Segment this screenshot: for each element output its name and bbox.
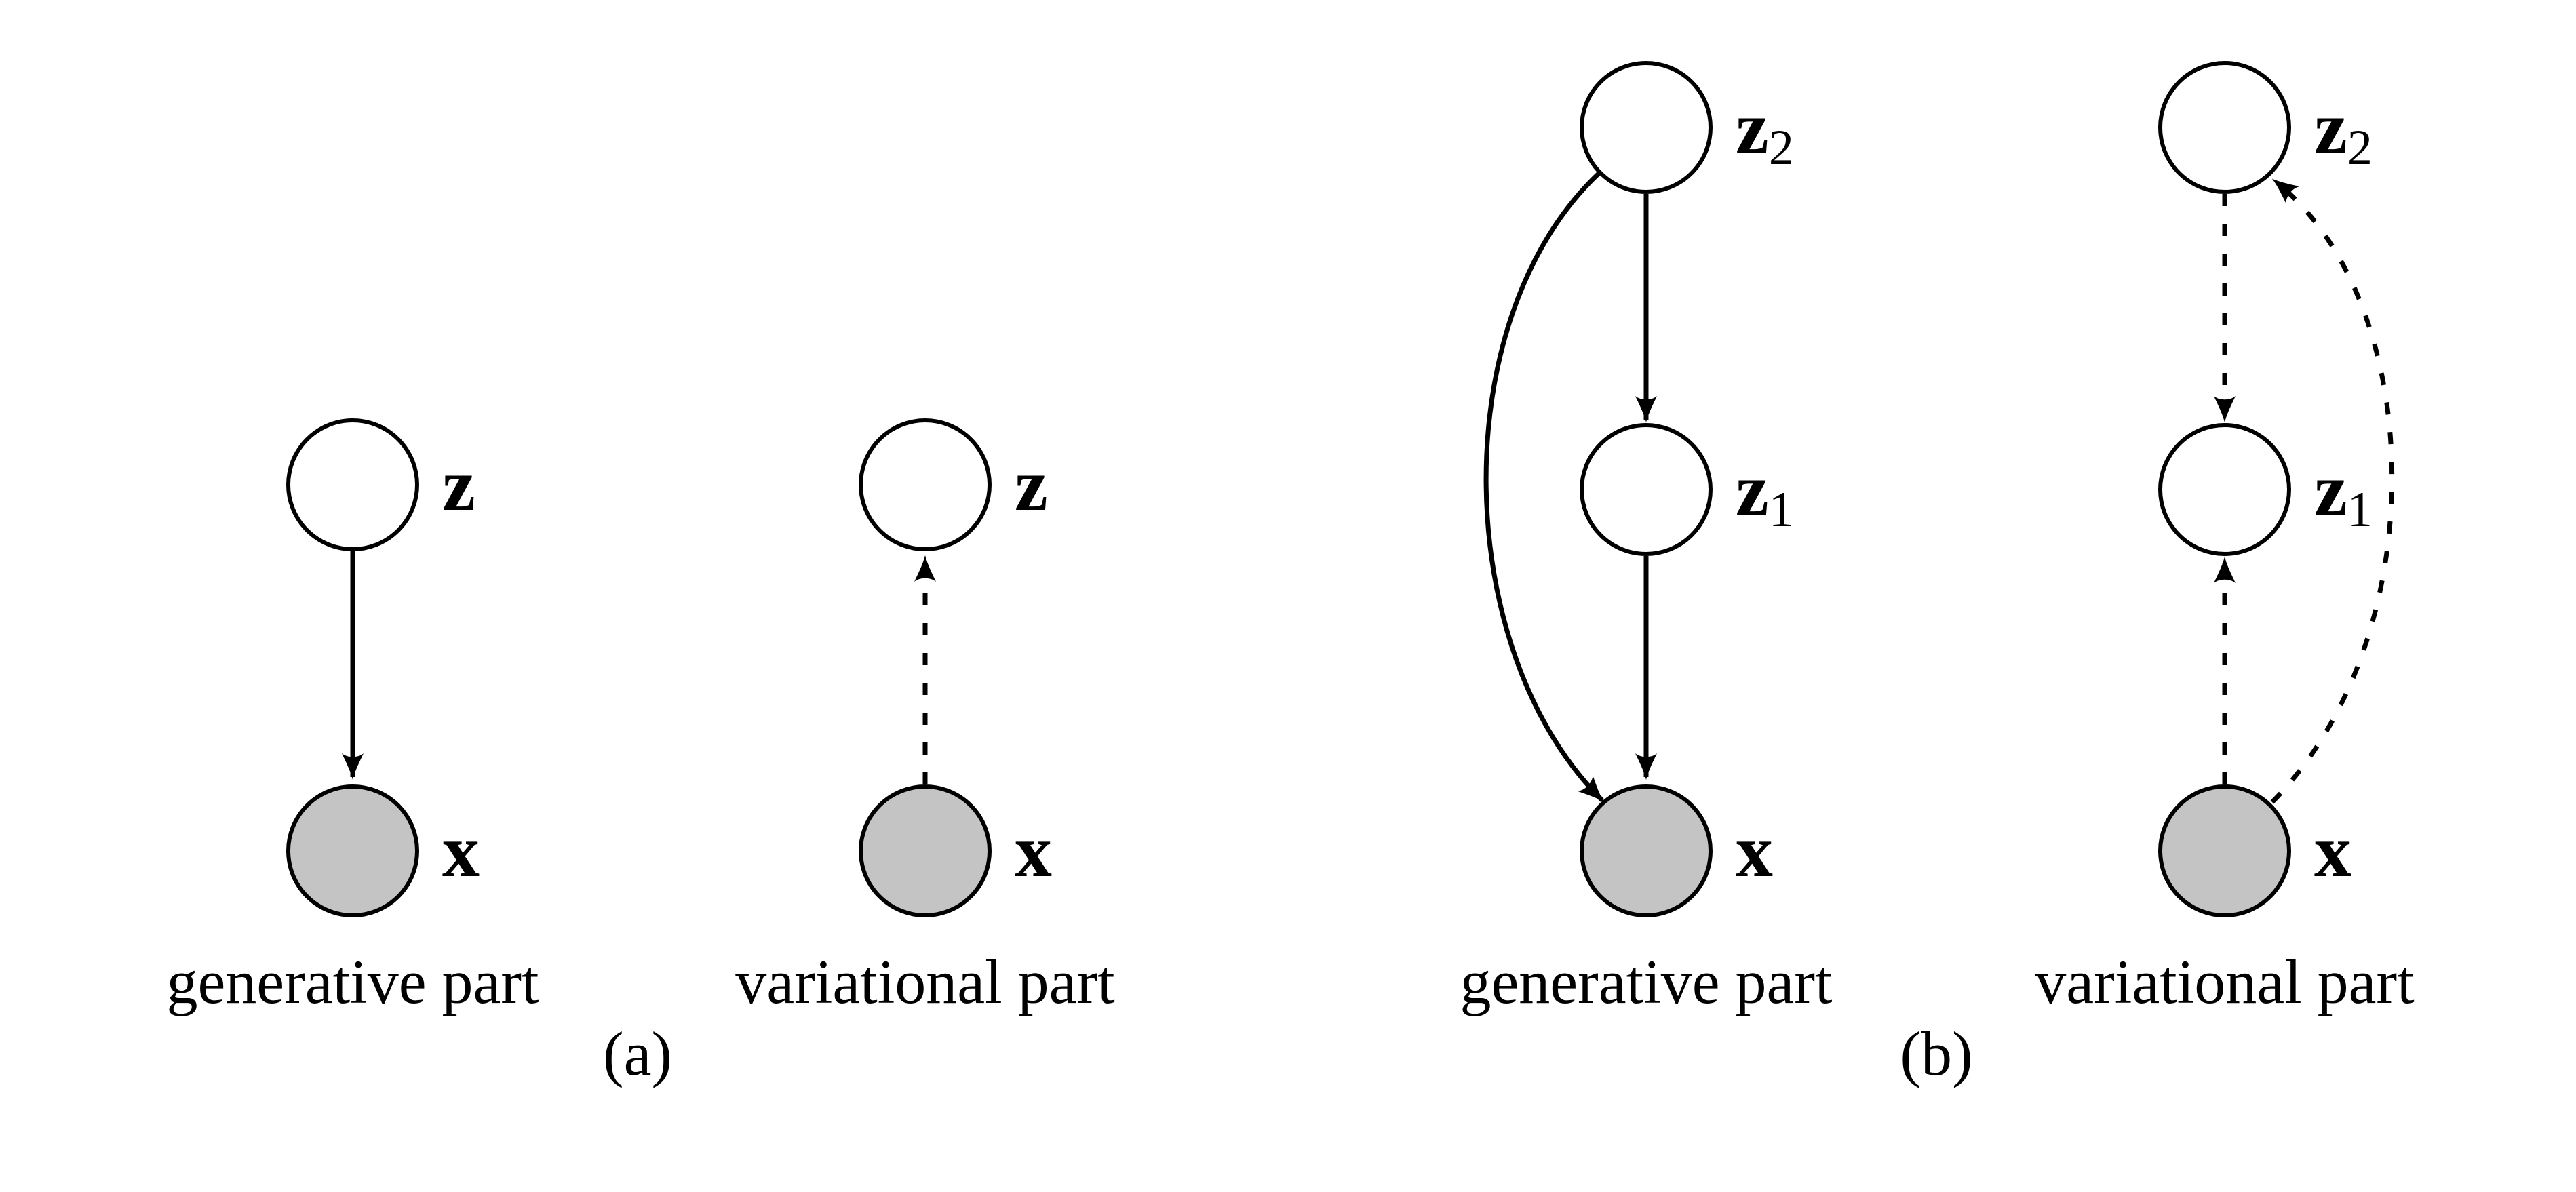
- node-z-label: z: [1015, 443, 1048, 526]
- node-z1-label: z1: [2314, 448, 2373, 538]
- panel-b: z2 z1 x generative part z2 z1 x variatio…: [1460, 61, 2415, 1088]
- node-z1-label-sub: 1: [1769, 482, 1794, 538]
- node-z1-label-base: z: [2314, 448, 2347, 531]
- node-x-label: x: [2314, 810, 2351, 892]
- node-z2-label: z2: [1736, 86, 1794, 176]
- node-x-observed: [2158, 784, 2291, 917]
- node-z-label: z: [442, 443, 475, 526]
- node-z2-latent: [1580, 61, 1713, 194]
- node-z-latent: [286, 418, 419, 551]
- caption-generative-part: generative part: [166, 947, 539, 1016]
- node-z1-label-base: z: [1736, 448, 1769, 531]
- node-z1-label-sub: 1: [2347, 482, 2373, 538]
- panel-a: z x generative part z x variational part…: [166, 418, 1115, 1088]
- node-z1-latent: [1580, 423, 1713, 556]
- node-z2-label-base: z: [2314, 86, 2347, 169]
- panel-a-variational: z x variational part: [735, 418, 1115, 1016]
- node-z2-label-sub: 2: [1769, 120, 1794, 176]
- node-x-observed: [859, 784, 992, 917]
- panel-a-label: (a): [603, 1019, 672, 1088]
- node-x-label: x: [1736, 810, 1773, 892]
- edge-z2-to-x-generative-curved: [1483, 172, 1604, 802]
- node-z-latent: [859, 418, 992, 551]
- panel-b-label: (b): [1900, 1019, 1972, 1088]
- panel-a-generative: z x generative part: [166, 418, 539, 1016]
- node-x-observed: [1580, 784, 1713, 917]
- caption-variational-part: variational part: [2035, 947, 2415, 1016]
- node-z2-label-sub: 2: [2347, 120, 2373, 176]
- node-z2-latent: [2158, 61, 2291, 194]
- panel-b-generative: z2 z1 x generative part: [1460, 61, 1833, 1016]
- node-z1-latent: [2158, 423, 2291, 556]
- node-x-observed: [286, 784, 419, 917]
- node-z2-label: z2: [2314, 86, 2373, 176]
- node-x-label: x: [1015, 810, 1052, 892]
- panel-b-variational: z2 z1 x variational part: [2035, 61, 2415, 1016]
- caption-generative-part: generative part: [1460, 947, 1833, 1016]
- node-z2-label-base: z: [1736, 86, 1769, 169]
- node-x-label: x: [442, 810, 480, 892]
- node-z1-label: z1: [1736, 448, 1794, 538]
- caption-variational-part: variational part: [735, 947, 1115, 1016]
